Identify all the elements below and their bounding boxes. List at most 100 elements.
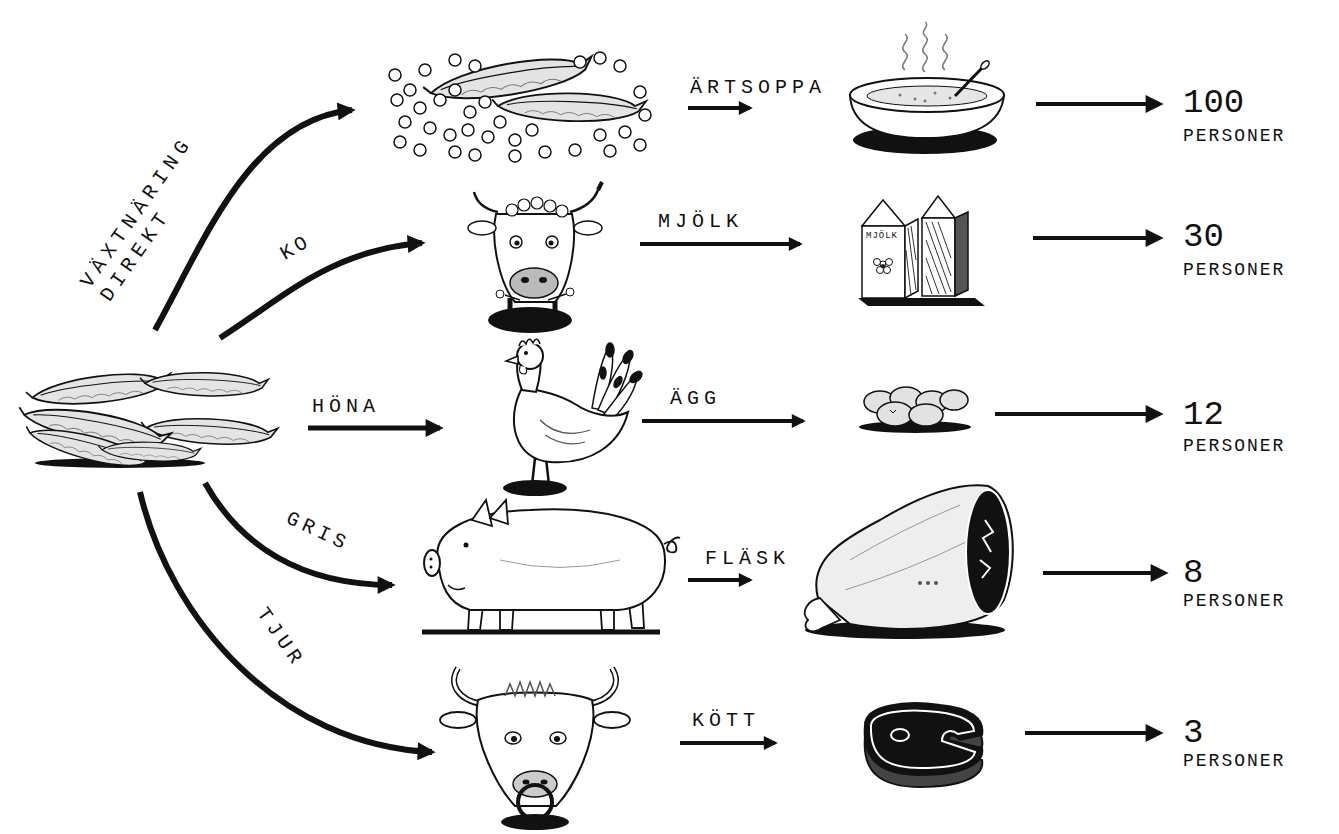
- pig: [424, 550, 440, 576]
- hen: [592, 343, 644, 420]
- ham: [966, 490, 1010, 614]
- ham: [966, 490, 1010, 614]
- bull: [588, 668, 616, 704]
- peas: [424, 122, 436, 134]
- peas: [594, 129, 606, 141]
- soup-bowl: [850, 22, 1004, 154]
- milk-cartons: [905, 219, 918, 298]
- cow: [506, 197, 568, 217]
- peas: [491, 89, 646, 125]
- person-count: 100: [1183, 86, 1244, 120]
- pig: [430, 558, 433, 561]
- peas: [574, 56, 586, 68]
- peas: [469, 149, 481, 161]
- unit-label: PERSONER: [1183, 752, 1285, 770]
- peas: [464, 106, 476, 118]
- peas: [639, 109, 651, 121]
- pig: [422, 630, 660, 635]
- bull: [501, 814, 569, 830]
- peas: [509, 150, 521, 162]
- cow: [510, 236, 522, 248]
- eggs: [859, 387, 971, 433]
- hen: [540, 420, 590, 444]
- milk-cartons: [886, 259, 893, 266]
- milk-cartons: [858, 196, 985, 306]
- arrows: [220, 243, 422, 338]
- arrows: [1036, 102, 1160, 106]
- arrow-label: ÄRTSOPPA: [690, 78, 826, 98]
- arrows: [688, 578, 750, 582]
- soup-bowl: [949, 97, 952, 100]
- peas: [389, 52, 651, 162]
- peas: [449, 54, 461, 66]
- pig: [422, 500, 680, 632]
- hen: [519, 339, 540, 346]
- soup-bowl: [914, 98, 917, 101]
- unit-label: PERSONER: [1183, 437, 1285, 455]
- soup-bowl: [934, 92, 937, 95]
- bull: [505, 682, 555, 696]
- peas: [482, 131, 494, 143]
- ham: [934, 581, 938, 585]
- steak: [865, 703, 983, 775]
- soup-bowl: [850, 78, 1004, 112]
- peas: [479, 96, 491, 108]
- peas: [389, 69, 401, 81]
- peas: [449, 146, 461, 158]
- soup-bowl: [979, 59, 990, 70]
- peas: [414, 102, 426, 114]
- peas: [391, 94, 403, 106]
- bull: [518, 785, 552, 819]
- peas: [449, 84, 461, 96]
- hen: [522, 485, 557, 489]
- milk-cartons: [955, 212, 968, 296]
- arrows: [308, 426, 440, 431]
- cow: [549, 241, 554, 246]
- milk-cartons: [862, 226, 905, 298]
- unit-label: PERSONER: [1183, 261, 1285, 279]
- milk-cartons: [874, 259, 881, 266]
- cow: [546, 236, 558, 248]
- peas: [614, 60, 626, 72]
- hen: [612, 375, 623, 388]
- pea-pods: [16, 369, 278, 476]
- cow: [518, 199, 530, 211]
- milk-cartons: [922, 218, 955, 296]
- pig: [500, 560, 620, 568]
- arrows: [688, 106, 750, 110]
- cow: [574, 221, 602, 235]
- peas: [526, 124, 538, 136]
- bull: [588, 668, 616, 704]
- arrow-label: TJUR: [252, 604, 307, 671]
- peas: [404, 84, 416, 96]
- arrows: [640, 242, 800, 246]
- peas: [414, 144, 426, 156]
- eggs: [877, 402, 913, 426]
- bull: [550, 732, 566, 744]
- hen: [506, 356, 518, 364]
- ham: [845, 505, 970, 590]
- milk-cartons: [884, 267, 891, 274]
- arrows: [140, 492, 432, 752]
- peas: [469, 60, 481, 72]
- carton-text: MJÖLK: [866, 232, 898, 241]
- milk-cartons: [926, 222, 951, 294]
- cow: [468, 221, 496, 235]
- milk-cartons: [862, 200, 905, 226]
- hen: [503, 339, 644, 496]
- ham: [918, 581, 938, 585]
- peas: [539, 146, 551, 158]
- ham: [926, 581, 930, 585]
- pig: [437, 509, 665, 610]
- peas: [399, 116, 411, 128]
- cow: [566, 288, 574, 296]
- unit-label: PERSONER: [1183, 127, 1285, 145]
- pig: [448, 585, 465, 589]
- arrow-label: VÄXTNÄRING DIREKT: [76, 123, 224, 306]
- soup-bowl: [943, 34, 948, 70]
- eggs: [940, 390, 968, 410]
- bull: [477, 693, 594, 807]
- cow: [570, 190, 598, 212]
- cow: [539, 277, 547, 283]
